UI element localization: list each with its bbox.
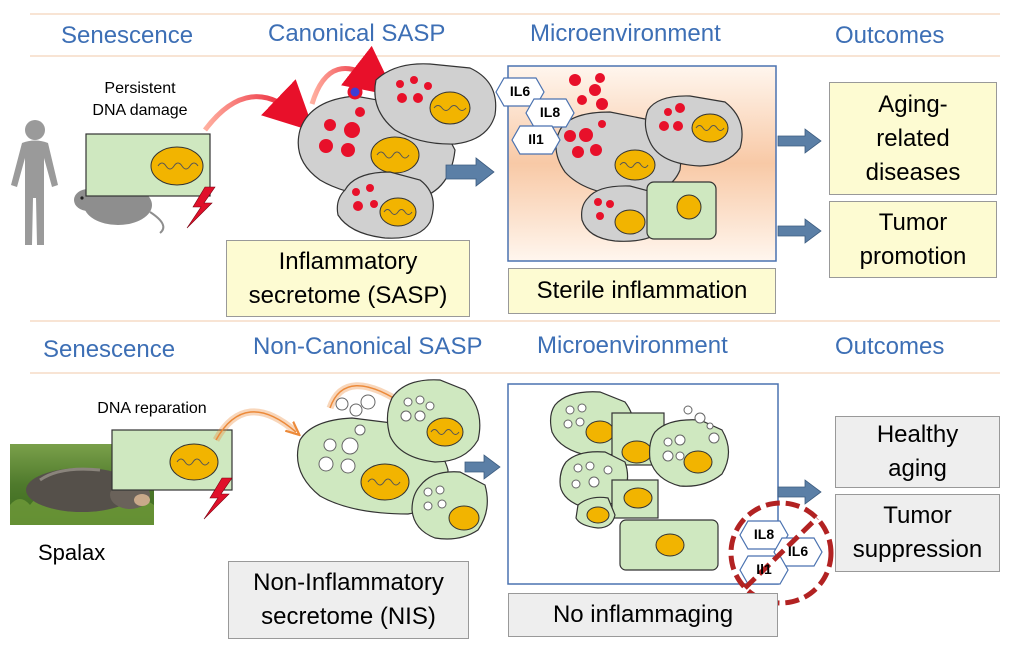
flow-arrow-top-1 bbox=[445, 157, 495, 187]
cytokine-label-il6: IL6 bbox=[509, 83, 531, 99]
flow-arrow-top-2 bbox=[777, 128, 822, 154]
outcome-healthy-aging-text: Healthy aging bbox=[876, 421, 959, 482]
cytokine-label-il1-crossed: Il1 bbox=[756, 561, 772, 577]
bottom-header-microenvironment: Microenvironment bbox=[537, 332, 728, 359]
top-header-canonical-sasp: Canonical SASP bbox=[268, 20, 446, 47]
cytokine-label-il6-crossed: IL6 bbox=[787, 543, 809, 559]
separator-lines bbox=[30, 13, 1000, 374]
sterile-inflammation-box: Sterile inflammation bbox=[508, 268, 776, 314]
persistent-dna-damage-label: Persistent DNA damage bbox=[92, 80, 188, 119]
red-arc-arrow-1 bbox=[203, 79, 315, 132]
cytokine-label-il8: IL8 bbox=[539, 104, 561, 120]
lightning-icon bbox=[186, 186, 216, 229]
cytokine-label-il1: Il1 bbox=[528, 131, 544, 147]
top-header-senescence: Senescence bbox=[61, 22, 194, 49]
red-arc-arrow-2 bbox=[309, 45, 396, 105]
non-inflammatory-secretome-text: Non-Inflammatory secretome (NIS) bbox=[253, 569, 444, 630]
top-header-microenvironment: Microenvironment bbox=[530, 20, 721, 47]
bottom-senescent-cell bbox=[111, 429, 233, 491]
outcome-tumor-suppression-text: Tumor suppression bbox=[852, 502, 983, 563]
inflammatory-secretome-text: Inflammatory secretome (SASP) bbox=[248, 247, 448, 309]
bottom-header-non-canonical-sasp: Non-Canonical SASP bbox=[253, 333, 483, 360]
bottom-header-outcomes: Outcomes bbox=[835, 333, 945, 360]
outcome-tumor-promotion-text: Tumor promotion bbox=[859, 208, 967, 270]
top-senescent-cell bbox=[85, 133, 211, 197]
bottom-micro-cells bbox=[549, 391, 730, 571]
outcome-aging-diseases-text: Aging- related diseases bbox=[865, 90, 961, 186]
prohibition-icon bbox=[728, 500, 834, 606]
bottom-cytokine-hexagons bbox=[739, 520, 823, 585]
flow-arrow-bottom-2 bbox=[777, 479, 822, 505]
sasp-cells bbox=[297, 63, 497, 239]
outcome-tumor-suppression-box: Tumor suppression bbox=[835, 494, 1000, 572]
sterile-inflammation-text: Sterile inflammation bbox=[536, 277, 748, 304]
flow-arrow-bottom-1 bbox=[464, 454, 501, 480]
top-header-outcomes: Outcomes bbox=[835, 22, 945, 49]
flow-arrow-top-3 bbox=[777, 218, 822, 244]
orange-arc-arrow-1-line bbox=[215, 411, 296, 441]
top-micro-cells bbox=[555, 73, 743, 242]
bottom-header-senescence: Senescence bbox=[43, 336, 176, 363]
dna-reparation-label: DNA reparation bbox=[97, 400, 207, 417]
lightning-icon bbox=[203, 477, 233, 520]
no-inflammaging-text: No inflammaging bbox=[552, 601, 734, 628]
outcome-tumor-promotion-box: Tumor promotion bbox=[829, 201, 997, 278]
human-silhouette-icon bbox=[11, 120, 58, 245]
cytokine-label-il8-crossed: IL8 bbox=[753, 526, 775, 542]
top-cytokine-hexagons bbox=[495, 77, 575, 155]
outcome-healthy-aging-box: Healthy aging bbox=[835, 416, 1000, 488]
spalax-photo bbox=[10, 444, 154, 525]
outcome-aging-diseases-box: Aging- related diseases bbox=[829, 82, 997, 195]
inflammatory-secretome-box: Inflammatory secretome (SASP) bbox=[226, 240, 470, 317]
non-inflammatory-secretome-box: Non-Inflammatory secretome (NIS) bbox=[228, 561, 469, 639]
nis-cells bbox=[296, 379, 488, 540]
no-inflammaging-box: No inflammaging bbox=[508, 593, 778, 637]
spalax-label: Spalax bbox=[38, 540, 106, 565]
